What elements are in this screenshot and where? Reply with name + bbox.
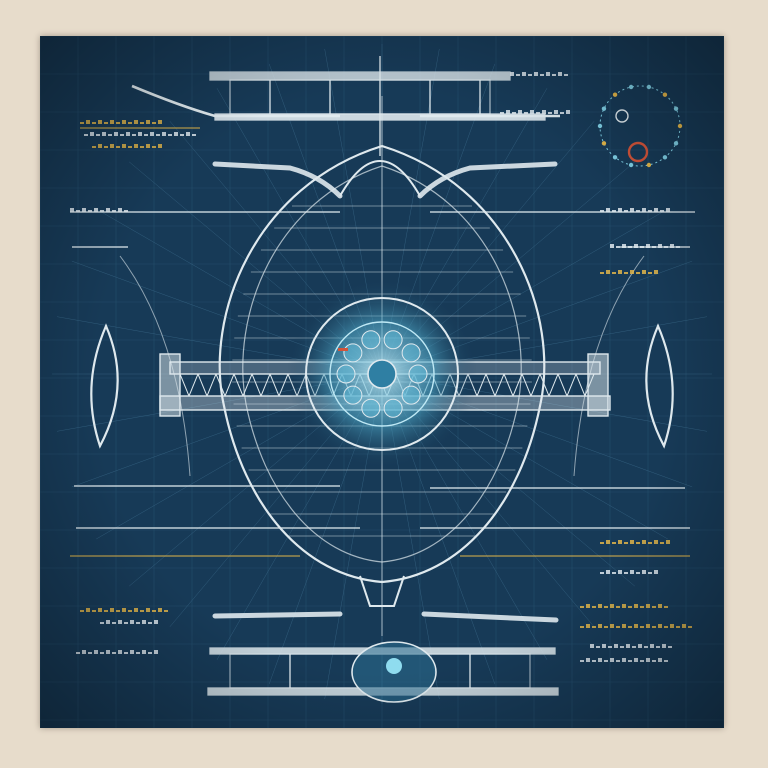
blueprint-panel [40, 36, 724, 728]
blueprint-drawing [40, 36, 724, 728]
vignette [40, 36, 724, 728]
